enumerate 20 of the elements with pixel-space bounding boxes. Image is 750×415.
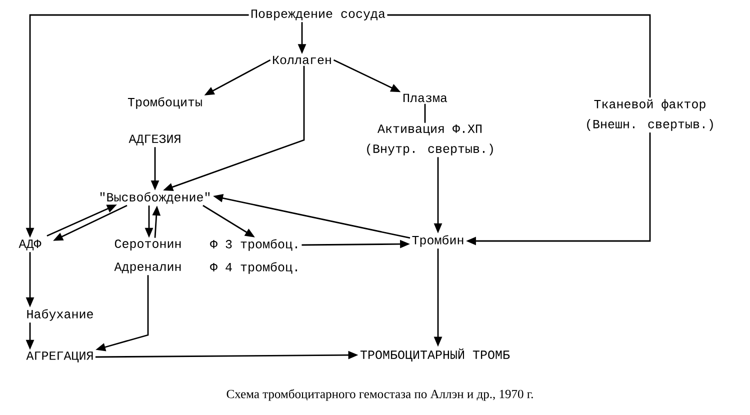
flow-text: Коллаген <box>273 56 331 64</box>
flow-text: Ф 4 тромбоц. <box>210 262 297 274</box>
flow-text: "Высвобождение" <box>100 192 210 204</box>
flow-text: ТРОМБОЦИТАРНЫЙ ТРОМБ <box>360 348 510 362</box>
caption: Схема тромбоцитарного гемостаза по Аллэн и др., 1970 г. <box>226 389 533 401</box>
connector-line <box>387 14 651 98</box>
flow-text: Активация Ф.ХП (Внутр. свертыв.) <box>367 124 493 156</box>
flow-text: Тканевой фактор (Внешн. свертыв.) <box>587 99 713 131</box>
flow-text: Набухание <box>27 309 93 321</box>
flow-text: Тромбоциты <box>128 97 202 109</box>
flow-text: Серотонин <box>114 240 181 250</box>
flow-text: Повреждение сосуда <box>251 10 386 20</box>
flow-text: АДГЕЗИЯ <box>128 134 180 146</box>
connector-line <box>424 104 426 123</box>
flow-text: Адреналин <box>114 262 181 274</box>
flow-text: Ф 3 тромбоц. <box>210 239 297 251</box>
flow-text: Плазма <box>404 94 448 102</box>
flow-text: АДФ <box>18 240 42 250</box>
flow-text: АГРЕГАЦИЯ <box>26 352 93 362</box>
flow-text: Тромбин <box>412 235 464 247</box>
